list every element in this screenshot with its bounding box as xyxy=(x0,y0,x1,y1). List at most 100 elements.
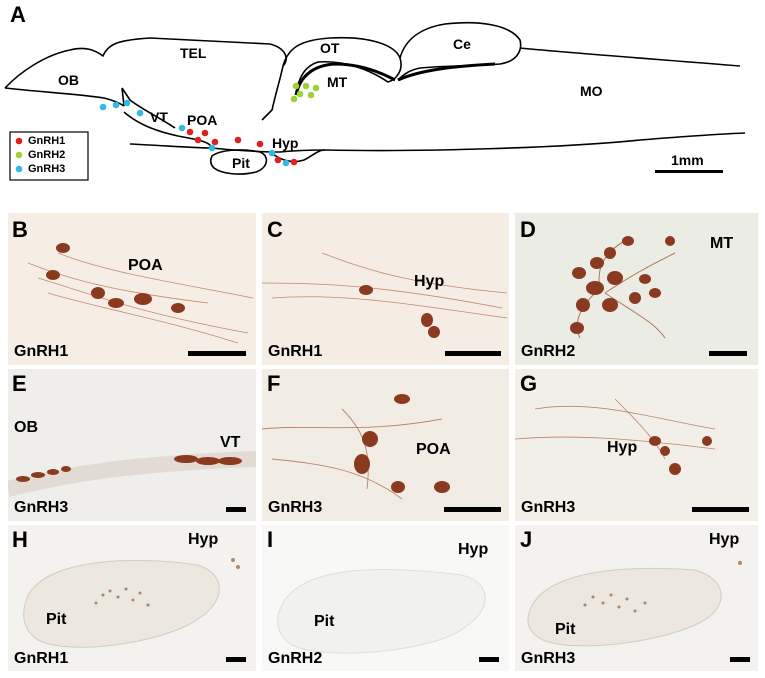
ob-ventral xyxy=(4,87,125,107)
panel-letter-c: C xyxy=(267,217,283,242)
panel-i: I Hyp Pit GnRH2 xyxy=(262,525,509,671)
scale-bar-d xyxy=(709,351,747,356)
panel-letter-i: I xyxy=(267,527,274,552)
mo-dorsal xyxy=(519,47,741,67)
label-mt: MT xyxy=(327,74,348,90)
label-ce: Ce xyxy=(453,36,471,52)
panel-g-stain: GnRH3 xyxy=(521,499,576,516)
scale-bar-c xyxy=(445,351,501,356)
pit-outline xyxy=(209,149,268,175)
brain-schematic xyxy=(4,21,746,181)
gnrh3-dot xyxy=(99,103,107,111)
panel-d-stain: GnRH2 xyxy=(521,343,576,360)
panel-letter-d: D xyxy=(520,217,536,242)
tel-outline xyxy=(4,37,287,121)
gnrh2-dot xyxy=(290,95,298,103)
legend-label-gnrh2: GnRH2 xyxy=(28,149,66,161)
gnrh2-dot xyxy=(302,82,310,90)
ce-outline xyxy=(397,21,522,81)
gnrh2-dot xyxy=(292,82,300,90)
gnrh3-dot xyxy=(112,101,120,109)
gnrh1-dot xyxy=(201,129,209,137)
panel-j: J Hyp Pit GnRH3 xyxy=(515,525,758,671)
scale-bar-a xyxy=(655,170,723,173)
gnrh2-dots xyxy=(290,82,320,103)
micrograph-f xyxy=(262,394,450,500)
panel-b-stain: GnRH1 xyxy=(14,343,69,360)
gnrh1-dot xyxy=(234,136,242,144)
micrograph-g xyxy=(515,398,716,475)
legend-label-gnrh3: GnRH3 xyxy=(28,163,66,175)
panel-j-region: Hyp xyxy=(709,531,740,548)
legend-swatch-gnrh1 xyxy=(15,137,23,145)
gnrh2-dot xyxy=(312,84,320,92)
gnrh1-dots xyxy=(186,128,298,166)
panel-letter-e: E xyxy=(12,371,27,396)
gnrh3-dot xyxy=(208,144,216,152)
panel-f-stain: GnRH3 xyxy=(268,499,323,516)
gnrh2-dot xyxy=(307,91,315,99)
micrograph-i xyxy=(277,568,486,654)
panel-e: E OB VT GnRH3 xyxy=(8,369,256,521)
panel-b-region: POA xyxy=(128,257,163,274)
panel-g: G Hyp GnRH3 xyxy=(515,369,758,521)
gnrh3-dot xyxy=(282,159,290,167)
panel-h: H Hyp Pit GnRH1 xyxy=(8,525,256,671)
panel-c: C Hyp GnRH1 xyxy=(262,213,509,365)
gnrh1-dot xyxy=(256,140,264,148)
micrograph-h xyxy=(23,558,240,648)
panel-letter-j: J xyxy=(520,527,533,552)
ce-inner xyxy=(397,62,496,82)
panel-h-stain: GnRH1 xyxy=(14,650,69,667)
panel-d-region: MT xyxy=(710,235,734,252)
label-mo: MO xyxy=(580,83,603,99)
legend-swatch-gnrh2 xyxy=(15,151,23,159)
ot-inner xyxy=(294,62,396,96)
micrograph-e xyxy=(8,451,256,497)
gnrh3-dot xyxy=(123,99,131,107)
micrograph-b xyxy=(27,243,254,344)
vt-notch xyxy=(121,87,176,129)
scale-bar-i xyxy=(479,657,499,662)
gnrh3-dot xyxy=(178,124,186,132)
label-ot: OT xyxy=(320,40,340,56)
panel-e-region: OB xyxy=(14,419,38,436)
panel-c-region: Hyp xyxy=(414,273,445,290)
legend-label-gnrh1: GnRH1 xyxy=(28,135,66,147)
panel-e-stain: GnRH3 xyxy=(14,499,69,516)
panel-letter-b: B xyxy=(12,217,28,242)
label-poa: POA xyxy=(187,112,218,128)
label-ob: OB xyxy=(58,72,79,88)
label-tel: TEL xyxy=(180,45,207,61)
panel-letter-f: F xyxy=(267,371,281,396)
gnrh1-dot xyxy=(194,136,202,144)
panel-h-region2: Pit xyxy=(46,611,67,628)
panel-letter-a: A xyxy=(10,2,26,27)
panel-e-region2: VT xyxy=(220,434,241,451)
panel-letter-h: H xyxy=(12,527,28,552)
scale-bar-f xyxy=(444,507,501,512)
panel-i-region2: Pit xyxy=(314,613,335,630)
scale-bar-j xyxy=(730,657,750,662)
scale-label-a: 1mm xyxy=(671,152,704,168)
gnrh2-dot xyxy=(296,90,304,98)
panel-i-region: Hyp xyxy=(458,541,489,558)
panel-f-region: POA xyxy=(416,441,451,458)
label-vt: VT xyxy=(150,109,168,125)
panel-b: B POA GnRH1 xyxy=(8,213,256,365)
panel-d: D MT GnRH2 xyxy=(515,213,758,365)
label-hyp: Hyp xyxy=(272,135,299,151)
legend-swatch-gnrh3 xyxy=(15,165,23,173)
panel-j-stain: GnRH3 xyxy=(521,650,576,667)
gnrh1-dot xyxy=(211,138,219,146)
mo-ventral xyxy=(324,132,746,152)
gnrh3-dot xyxy=(136,109,144,117)
panel-g-region: Hyp xyxy=(607,439,638,456)
panel-letter-g: G xyxy=(520,371,538,396)
poa-outline xyxy=(123,111,213,149)
micrograph-j xyxy=(527,561,742,647)
gnrh3-dots xyxy=(99,99,290,167)
scale-bar-e xyxy=(226,507,246,512)
legend-box xyxy=(9,131,89,181)
